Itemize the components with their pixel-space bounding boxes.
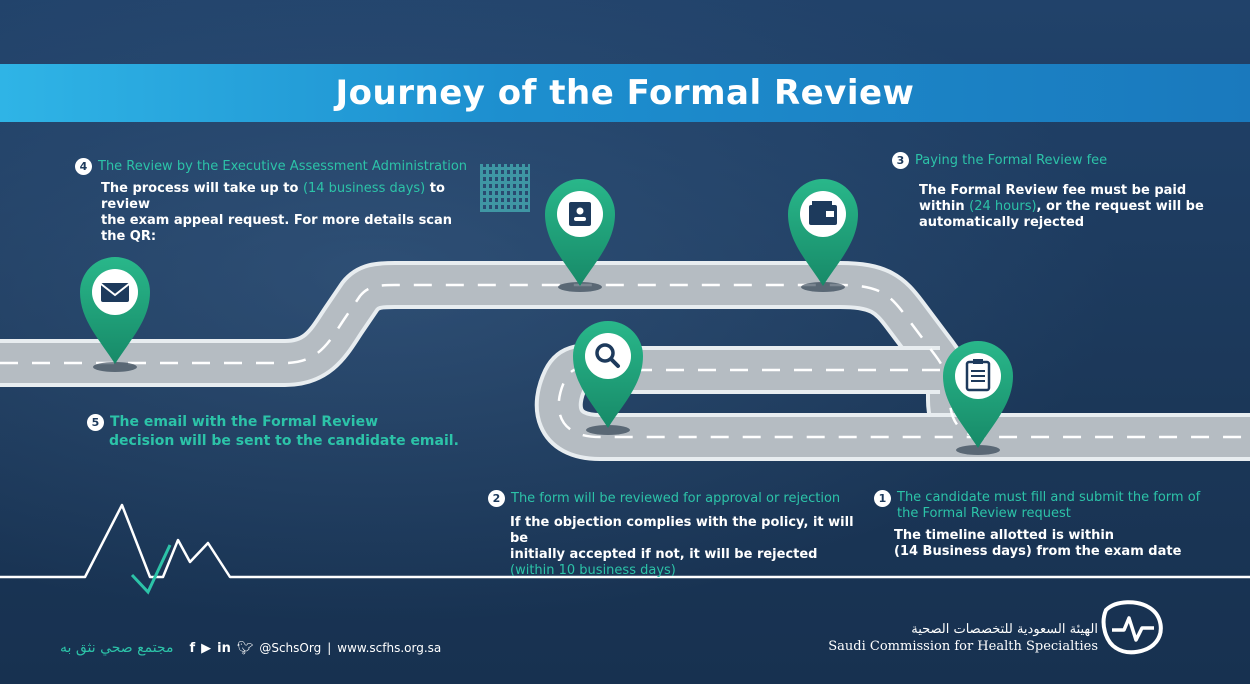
step-text: (14 Business days) from the exam date [894, 544, 1182, 559]
step-5: 5 The email with the Formal Review decis… [87, 413, 487, 451]
step-number: 5 [87, 414, 104, 431]
step-number: 3 [892, 152, 909, 169]
step-number: 2 [488, 490, 505, 507]
step-text: The Formal Review fee must be paid [919, 183, 1187, 198]
pin-clipboard [943, 341, 1013, 448]
org-english-name: Saudi Commission for Health Specialties [828, 639, 1098, 654]
step-highlight: (within 10 business days) [510, 563, 676, 578]
clipboard-icon [965, 359, 991, 392]
step-text: within [919, 199, 970, 214]
envelope-icon [100, 283, 130, 302]
step-text: The process will take up to [101, 181, 303, 196]
step-text: the exam appeal request. For more detail… [101, 213, 453, 244]
org-name: الهيئة السعودية للتخصصات الصحية Saudi Co… [828, 622, 1098, 654]
step-number: 4 [75, 158, 92, 175]
step-1: 1 The candidate must fill and submit the… [874, 490, 1214, 560]
page-title: Journey of the Formal Review [335, 73, 915, 113]
step-text: , or the request will be [1036, 199, 1204, 214]
wallet-icon [809, 201, 837, 225]
pin-review [545, 179, 615, 286]
pin-email [80, 257, 150, 364]
website-link[interactable]: www.scfhs.org.sa [337, 641, 442, 655]
step-text: initially accepted if not, it will be re… [510, 547, 818, 562]
separator: | [327, 641, 332, 655]
title-band [0, 64, 1250, 122]
footer-social: مجتمع صحي نثق به f ▶ in 🐦︎ @SchsOrg | ww… [60, 640, 441, 656]
step-heading: The email with the Formal Review [110, 414, 379, 430]
facebook-icon[interactable]: f [189, 640, 196, 656]
search-icon [595, 343, 620, 368]
step-heading: Paying the Formal Review fee [915, 152, 1108, 168]
twitter-icon[interactable]: 🐦︎ [236, 640, 254, 656]
pin-fee [788, 179, 858, 286]
linkedin-icon[interactable]: in [217, 640, 231, 656]
step-text: The timeline allotted is within [894, 528, 1115, 543]
step-2: 2 The form will be reviewed for approval… [488, 490, 868, 579]
scfhs-logo [1101, 600, 1163, 655]
step-text: automatically rejected [919, 215, 1085, 230]
step-text: If the objection complies with the polic… [510, 515, 854, 546]
heartbeat-line [0, 503, 1250, 595]
youtube-icon[interactable]: ▶ [201, 640, 212, 656]
pin-search [573, 321, 643, 428]
step-heading: The form will be reviewed for approval o… [511, 490, 841, 506]
step-3: 3 Paying the Formal Review fee The Forma… [892, 152, 1212, 231]
step-number: 1 [874, 490, 891, 507]
step-heading: decision will be sent to the candidate e… [109, 433, 459, 449]
step-4: 4 The Review by the Executive Assessment… [75, 158, 475, 245]
step-highlight: (14 business days) [302, 181, 426, 196]
id-card-icon [569, 202, 591, 226]
org-arabic-name: الهيئة السعودية للتخصصات الصحية [911, 622, 1098, 637]
arabic-tagline: مجتمع صحي نثق به [60, 640, 174, 656]
step-heading: The candidate must fill and submit the f… [897, 490, 1201, 521]
step-highlight: (24 hours) [969, 199, 1037, 214]
qr-code[interactable] [480, 164, 530, 212]
social-handle[interactable]: @SchsOrg [259, 641, 322, 655]
step-text: to review [101, 181, 445, 212]
step-heading: The Review by the Executive Assessment A… [98, 158, 468, 174]
